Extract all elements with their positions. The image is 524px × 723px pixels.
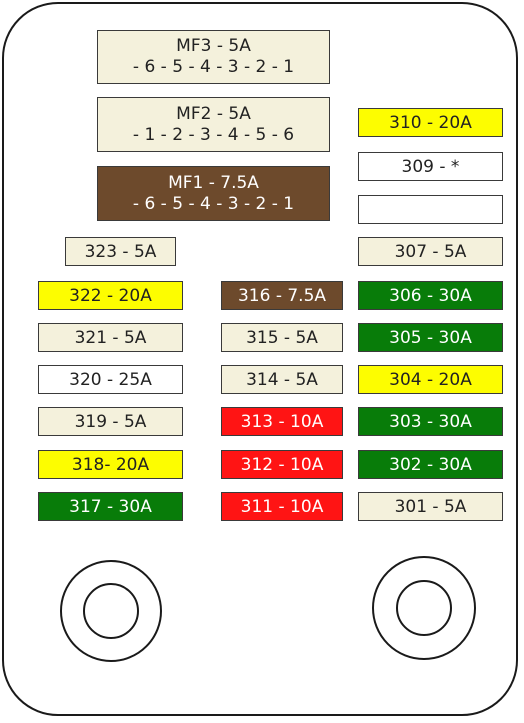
fuse-slot-empty[interactable] [358, 195, 503, 224]
fuse-310-label: 310 - 20A [389, 112, 472, 133]
mounting-hole-right-outer [372, 556, 476, 660]
fuse-302-label: 302 - 30A [389, 454, 472, 475]
fuse-305[interactable]: 305 - 30A [358, 323, 503, 352]
fuse-323[interactable]: 323 - 5A [65, 237, 176, 266]
fuse-313-label: 313 - 10A [240, 411, 324, 432]
fuse-306[interactable]: 306 - 30A [358, 281, 503, 310]
fuse-309[interactable]: 309 - * [358, 152, 503, 181]
fuse-311-label: 311 - 10A [240, 496, 324, 517]
fuse-314[interactable]: 314 - 5A [221, 365, 343, 394]
fuse-309-label: 309 - * [401, 156, 460, 177]
fuse-317[interactable]: 317 - 30A [38, 492, 183, 521]
fuse-319[interactable]: 319 - 5A [38, 407, 183, 436]
fuse-312[interactable]: 312 - 10A [221, 450, 343, 479]
fuse-316-label: 316 - 7.5A [237, 285, 327, 306]
fuse-304[interactable]: 304 - 20A [358, 365, 503, 394]
fuse-320-label: 320 - 25A [69, 369, 152, 390]
fuse-305-label: 305 - 30A [389, 327, 472, 348]
fuse-303[interactable]: 303 - 30A [358, 407, 503, 436]
fuse-315-label: 315 - 5A [246, 327, 318, 348]
fuse-mf1-pins: - 6 - 5 - 4 - 3 - 2 - 1 [132, 193, 295, 214]
fuse-307[interactable]: 307 - 5A [358, 237, 503, 266]
fuse-317-label: 317 - 30A [69, 496, 152, 517]
mounting-hole-left-inner [83, 583, 139, 639]
mounting-hole-right-inner [396, 580, 452, 636]
fuse-mf2[interactable]: MF2 - 5A - 1 - 2 - 3 - 4 - 5 - 6 [97, 97, 330, 152]
fuse-mf1[interactable]: MF1 - 7.5A - 6 - 5 - 4 - 3 - 2 - 1 [97, 166, 330, 221]
fuse-mf3-name: MF3 - 5A [176, 36, 251, 56]
mounting-hole-left-outer [60, 560, 162, 662]
fuse-322-label: 322 - 20A [69, 285, 152, 306]
fuse-mf3-pins: - 6 - 5 - 4 - 3 - 2 - 1 [132, 57, 295, 77]
fuse-312-label: 312 - 10A [240, 454, 324, 475]
fuse-mf1-name: MF1 - 7.5A [168, 172, 259, 193]
fuse-318-label: 318- 20A [71, 454, 150, 475]
fuse-301-label: 301 - 5A [394, 496, 467, 517]
fuse-321-label: 321 - 5A [74, 327, 147, 348]
fuse-310[interactable]: 310 - 20A [358, 108, 503, 137]
fuse-316[interactable]: 316 - 7.5A [221, 281, 343, 310]
fuse-314-label: 314 - 5A [246, 369, 318, 390]
fuse-323-label: 323 - 5A [84, 241, 157, 262]
fuse-321[interactable]: 321 - 5A [38, 323, 183, 352]
fuse-304-label: 304 - 20A [389, 369, 472, 390]
fuse-306-label: 306 - 30A [389, 285, 472, 306]
fuse-mf3[interactable]: MF3 - 5A - 6 - 5 - 4 - 3 - 2 - 1 [97, 30, 330, 84]
fuse-301[interactable]: 301 - 5A [358, 492, 503, 521]
fuse-322[interactable]: 322 - 20A [38, 281, 183, 310]
fuse-311[interactable]: 311 - 10A [221, 492, 343, 521]
fuse-315[interactable]: 315 - 5A [221, 323, 343, 352]
fuse-319-label: 319 - 5A [74, 411, 147, 432]
fuse-302[interactable]: 302 - 30A [358, 450, 503, 479]
fuse-307-label: 307 - 5A [394, 241, 467, 262]
fuse-mf2-name: MF2 - 5A [176, 103, 251, 124]
fuse-320[interactable]: 320 - 25A [38, 365, 183, 394]
fuse-303-label: 303 - 30A [389, 411, 472, 432]
fuse-313[interactable]: 313 - 10A [221, 407, 343, 436]
fuse-mf2-pins: - 1 - 2 - 3 - 4 - 5 - 6 [132, 124, 295, 145]
fuse-318[interactable]: 318- 20A [38, 450, 183, 479]
